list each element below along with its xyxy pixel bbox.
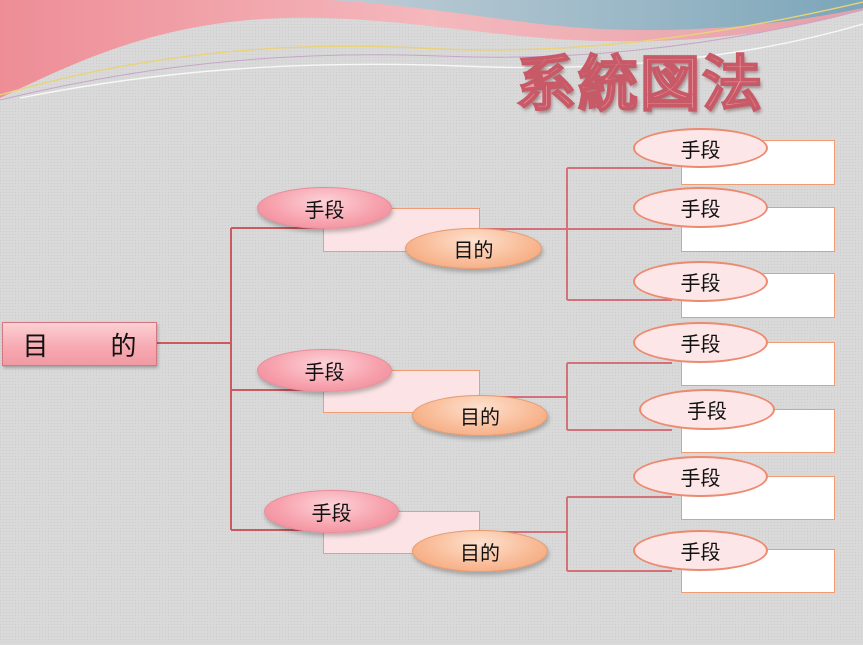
branch-2-means: 手段 bbox=[257, 349, 392, 392]
leaf-means: 手段 bbox=[633, 456, 768, 497]
root-purpose-box: 目 的 bbox=[2, 322, 157, 366]
leaf-means: 手段 bbox=[633, 128, 768, 168]
leaf-means: 手段 bbox=[633, 261, 768, 302]
branch-3-purpose: 目的 bbox=[412, 530, 548, 572]
branch-1-purpose: 目的 bbox=[405, 228, 542, 269]
branch-3-means: 手段 bbox=[264, 490, 399, 533]
leaf-means: 手段 bbox=[639, 389, 775, 430]
diagram-title: 系統図法 bbox=[515, 49, 764, 121]
leaf-means: 手段 bbox=[633, 322, 768, 363]
branch-1-means: 手段 bbox=[257, 187, 392, 229]
leaf-means: 手段 bbox=[633, 530, 768, 571]
branch-2-purpose: 目的 bbox=[412, 395, 548, 436]
leaf-means: 手段 bbox=[633, 187, 768, 228]
